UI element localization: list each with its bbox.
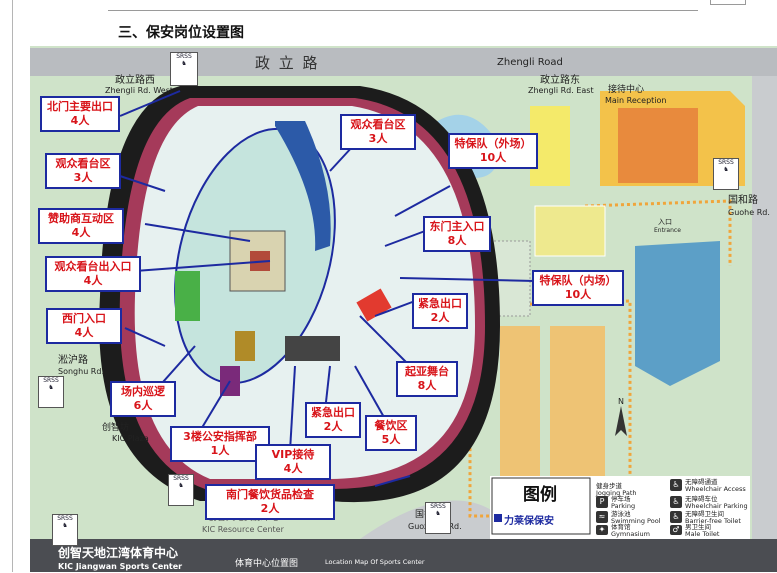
- gymnasium-icon: ✦: [596, 525, 608, 535]
- post-guard-inner: 特保队（内场）10人: [532, 270, 624, 306]
- location-map-title-en: Location Map Of Sports Center: [325, 558, 425, 566]
- barrier-free-toilet-icon: ♿: [670, 511, 682, 523]
- page-margin-line: [12, 0, 13, 572]
- road-label-west-cn: 政立路西: [115, 75, 155, 86]
- male-toilet-icon: ♂: [670, 525, 682, 535]
- post-guard-outer: 特保队（外场）10人: [448, 133, 538, 169]
- label-kic-plaza-en: KIC Plaza: [112, 434, 149, 443]
- road-label-guohe-cn: 国和路: [728, 195, 758, 206]
- guohe-road: [752, 76, 777, 539]
- srss-badge-logo: SRSS♞: [425, 502, 451, 534]
- srss-badge-logo: SRSS♞: [168, 474, 194, 506]
- location-map-title-cn: 体育中心位置图: [235, 559, 299, 569]
- parking-icon: P: [596, 496, 608, 508]
- srss-badge-logo: SRSS♞: [170, 52, 198, 86]
- label-resource-en: KIC Resource Center: [202, 525, 284, 534]
- road-label-east-cn: 政立路东: [540, 75, 580, 86]
- court-ne: [534, 205, 606, 257]
- road-label-songhu-cn: 淞沪路: [58, 355, 88, 366]
- reception-label-en: Main Reception: [605, 96, 667, 105]
- footer-band: [30, 539, 777, 572]
- stand-east: [275, 121, 331, 251]
- swimming-pool: [635, 241, 720, 386]
- zhengli-road: [30, 48, 777, 76]
- court-a: [500, 326, 540, 486]
- seating-block: [285, 336, 340, 361]
- srss-badge-logo: SRSS♞: [38, 376, 64, 408]
- kia-stage: [356, 288, 392, 322]
- legend-title: 图例: [523, 485, 557, 505]
- srss-badge-logo: SRSS♞: [52, 514, 78, 546]
- entrance-label-en: Entrance: [654, 227, 681, 234]
- road-label-guohe-en: Guohe Rd.: [728, 208, 770, 217]
- label-kic-plaza-cn: 创智坊: [102, 423, 130, 433]
- table-border-top: [108, 0, 698, 11]
- srss-badge-logo: SRSS♞: [713, 158, 739, 190]
- reception-label-cn: 接待中心: [608, 85, 645, 95]
- road-label-zhengli-cn: 政 立 路: [255, 54, 320, 72]
- section-heading: 三、保安岗位设置图: [118, 25, 244, 41]
- table-cell-fragment: [710, 0, 746, 5]
- wheelchair-icon: ♿: [670, 479, 682, 491]
- green-area: [175, 271, 200, 321]
- svg-text:N: N: [618, 397, 624, 406]
- compass-icon: N: [615, 397, 627, 436]
- road-label-east-en: Zhengli Rd. East: [528, 86, 594, 95]
- security-post-map: N 政 立 路 Zhengli Road 政立路西 Zhengli Rd. We…: [30, 46, 777, 572]
- road-label-zhengli-en: Zhengli Road: [497, 57, 563, 68]
- road-label-west-en: Zhengli Rd. West: [105, 86, 173, 95]
- entrance-label-cn: 入口: [658, 218, 672, 226]
- road-label-songhu-en: Songhu Rd.: [58, 367, 104, 376]
- legend-key-swatch: [494, 514, 502, 522]
- vip-area: [235, 331, 255, 361]
- swimming-icon: ≈: [596, 511, 608, 523]
- legend-key-label: 力莱保保安: [504, 516, 554, 527]
- wheelchair-parking-icon: ♿: [670, 496, 682, 508]
- legend-main-box: [491, 477, 591, 535]
- court-b: [550, 326, 605, 486]
